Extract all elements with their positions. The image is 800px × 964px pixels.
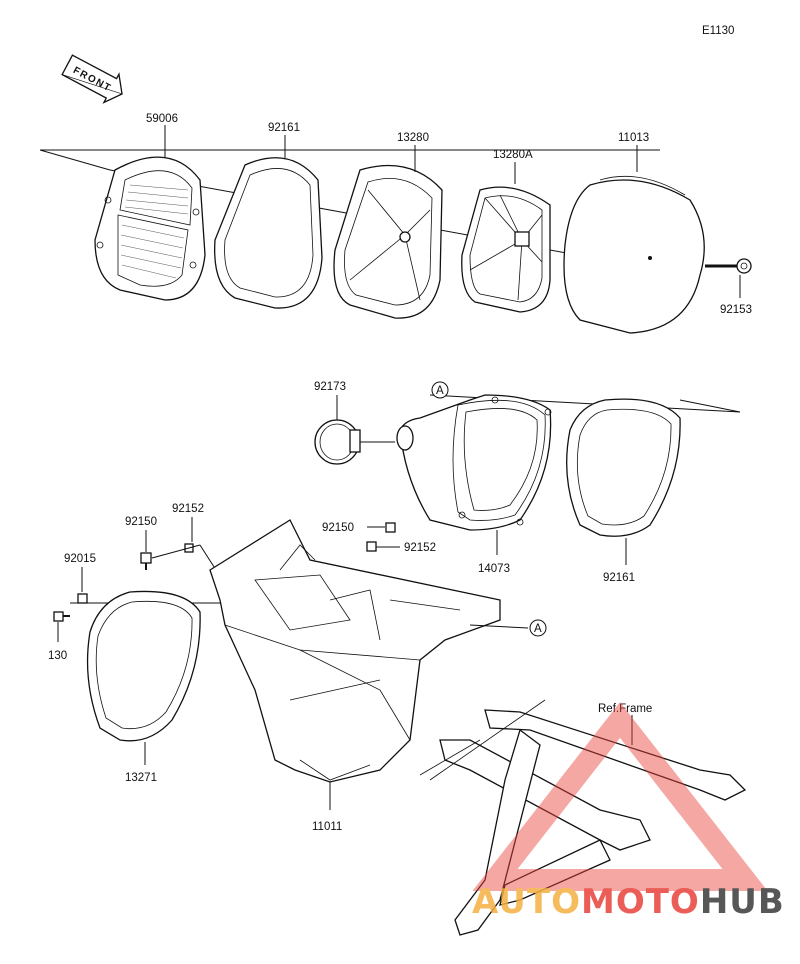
cage-13280a (461, 186, 551, 313)
bolt-130 (53, 611, 70, 622)
cage-13280 (333, 164, 443, 319)
watermark-part2: MOTO (581, 882, 700, 922)
diagram-code: E1130 (702, 25, 734, 37)
callout-a-top: A (431, 381, 449, 399)
label-92015: 92015 (64, 553, 96, 565)
label-11011: 11011 (312, 821, 342, 833)
label-13280: 13280 (397, 132, 429, 144)
label-92161-top: 92161 (268, 122, 300, 134)
nut-92152-mid (366, 541, 377, 552)
label-92161-mid: 92161 (603, 572, 635, 584)
gasket-92161-top (214, 157, 323, 309)
svg-text:A: A (534, 623, 542, 635)
clamp-92173 (314, 419, 361, 465)
filter-11013 (563, 175, 705, 334)
airbox-11011 (209, 519, 501, 783)
watermark-part1: AUTO (472, 882, 581, 922)
label-59006: 59006 (146, 113, 178, 125)
label-92153: 92153 (720, 304, 752, 316)
label-13280a: 13280A (493, 149, 533, 161)
nut-92015 (77, 593, 88, 604)
label-92150-mid: 92150 (322, 522, 354, 534)
gasket-92161-mid (566, 398, 681, 537)
screw-92150-left (140, 552, 152, 570)
ref-frame-label: Ref.Frame (598, 703, 652, 715)
label-92150-left: 92150 (125, 516, 157, 528)
label-14073: 14073 (478, 563, 510, 575)
label-130: 130 (48, 650, 67, 662)
screw-92150-mid (385, 522, 396, 533)
label-13271: 13271 (125, 772, 157, 784)
bolt-92153 (705, 258, 752, 274)
duct-14073 (396, 394, 552, 531)
subframe-ref (419, 699, 747, 936)
callout-a-bottom: A (529, 619, 547, 637)
gasket-13271 (86, 590, 201, 742)
svg-text:A: A (436, 385, 444, 397)
watermark-logo: AUTOMOTOHUB (472, 702, 785, 922)
label-11013: 11013 (618, 132, 649, 144)
element-59006 (94, 156, 206, 301)
label-92152-mid: 92152 (404, 542, 436, 554)
label-92152-left: 92152 (172, 503, 204, 515)
svg-text:AUTOMOTOHUB: AUTOMOTOHUB (472, 882, 785, 922)
label-92173: 92173 (314, 381, 346, 393)
watermark-part3: HUB (700, 882, 785, 922)
front-arrow-icon: FRONT (61, 54, 123, 104)
